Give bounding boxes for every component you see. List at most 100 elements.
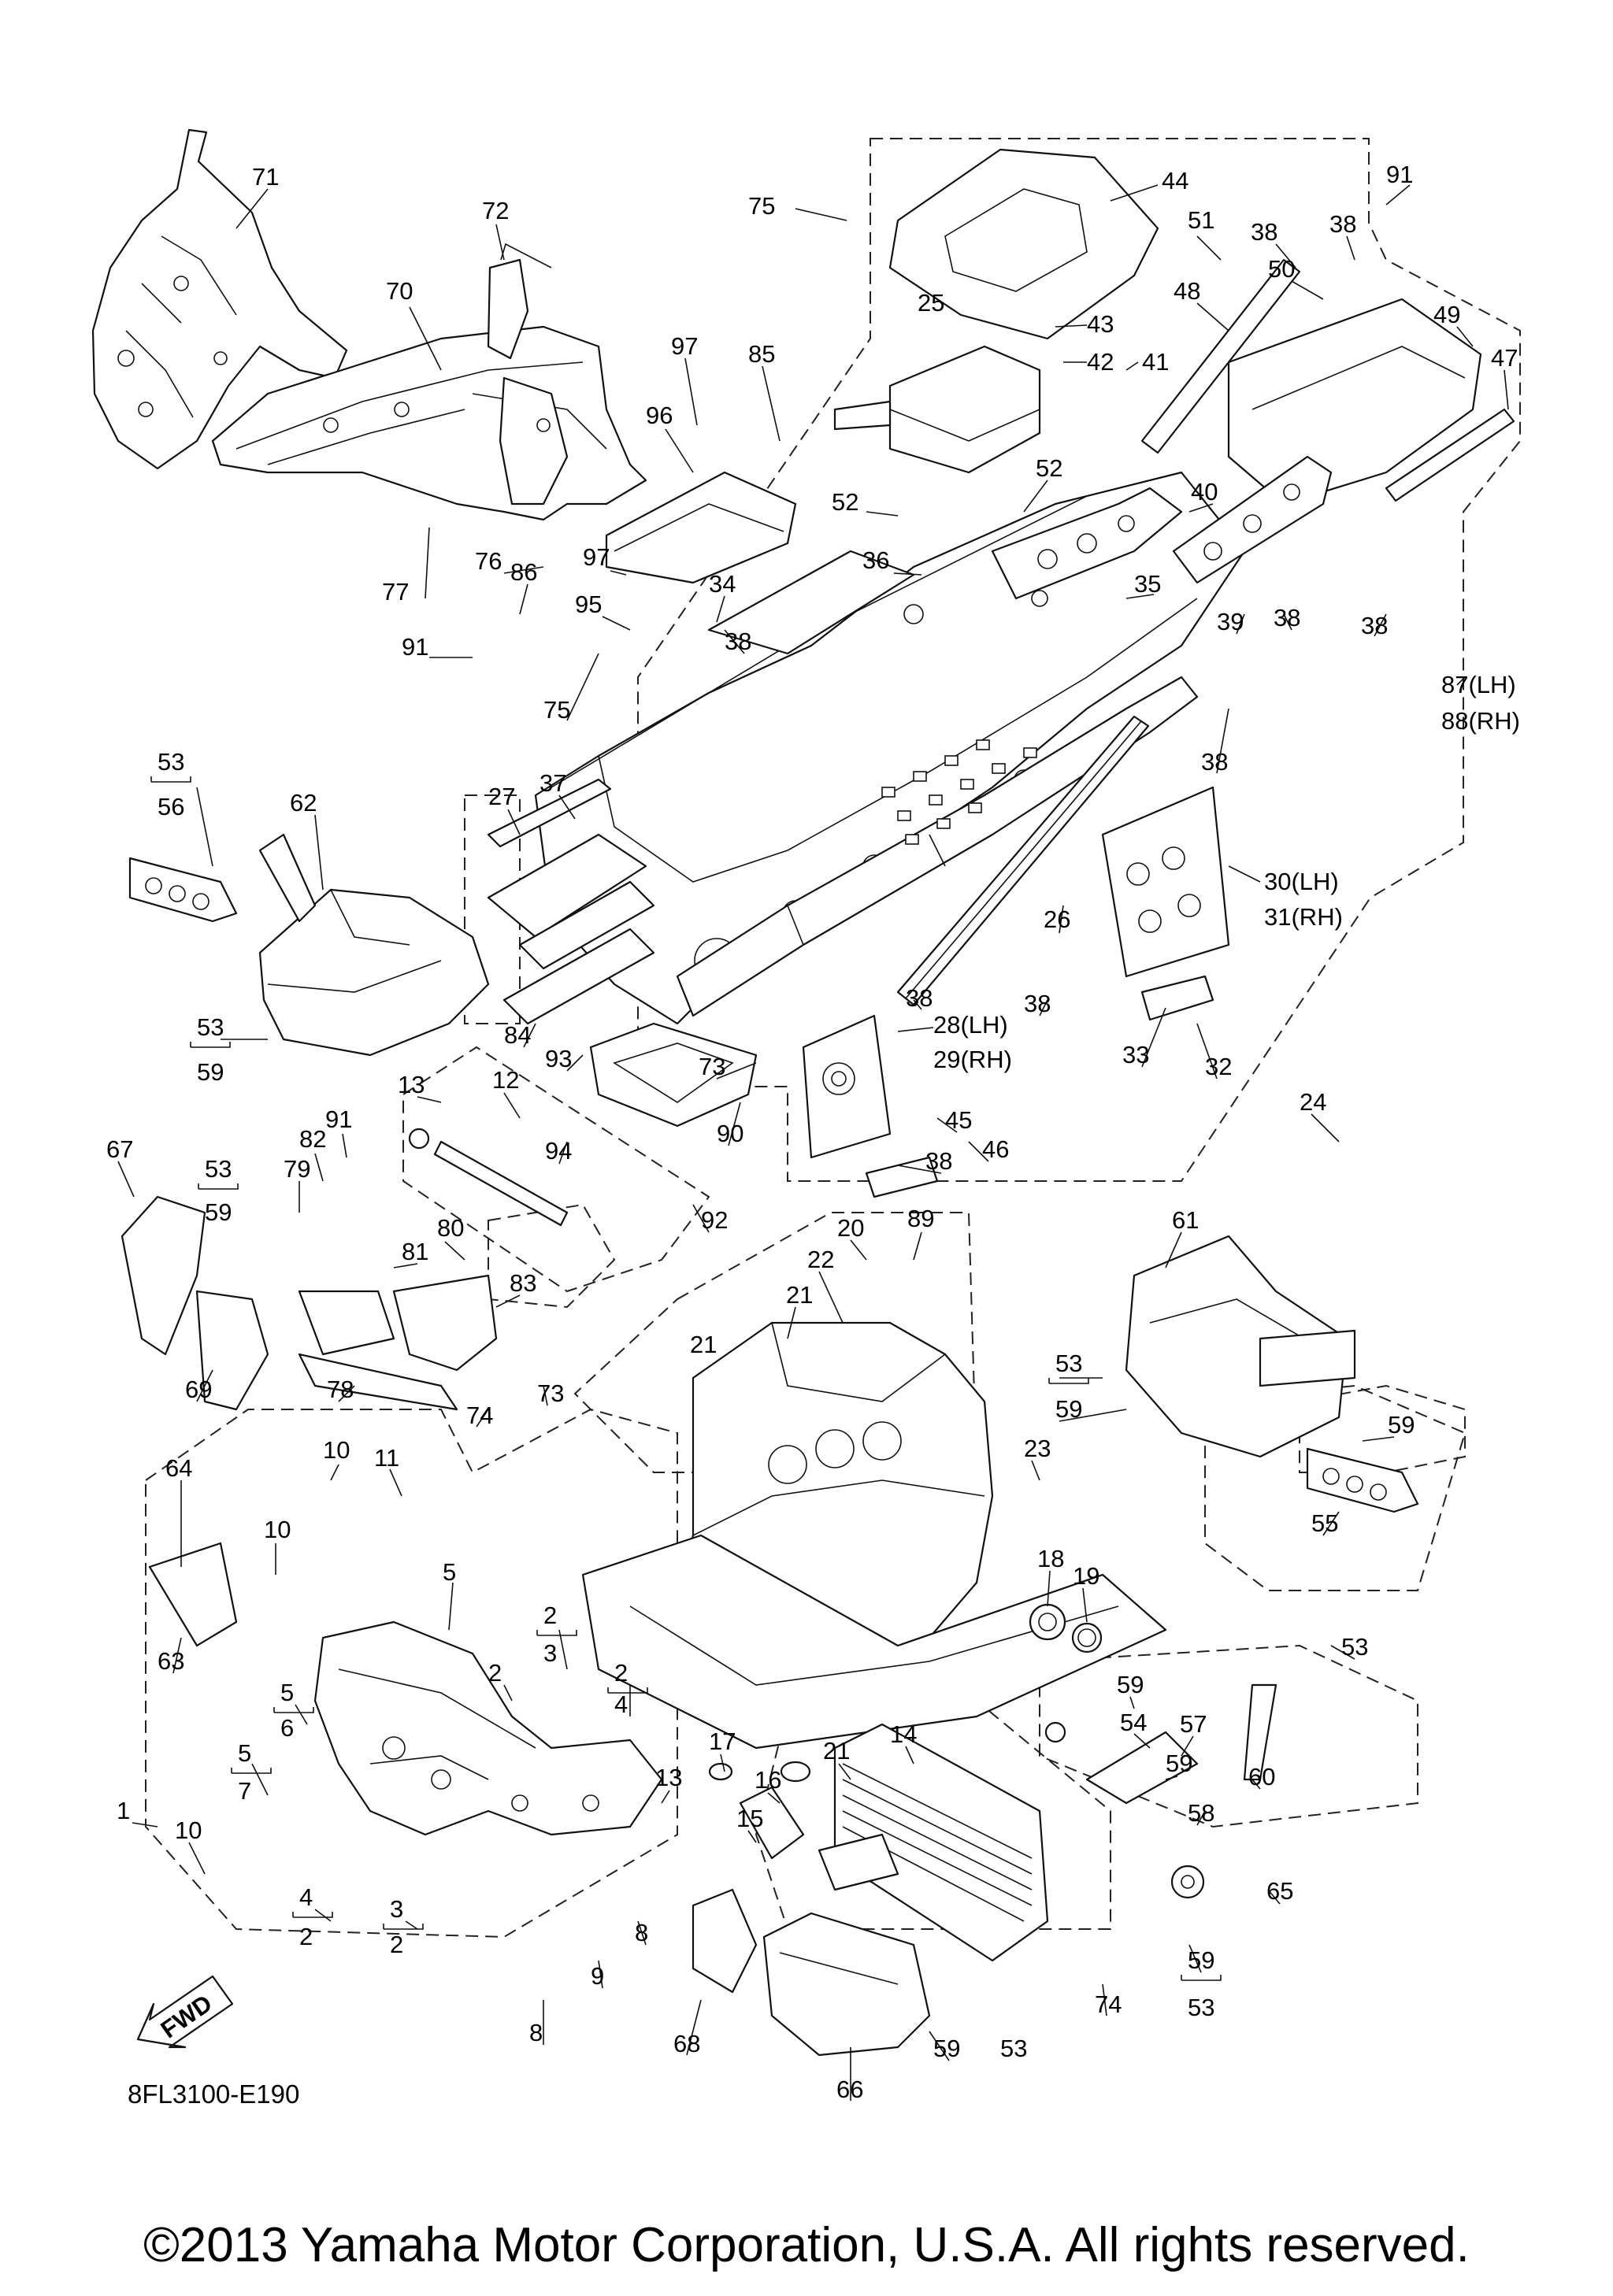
- fwd-arrow-icon: FWD: [136, 1975, 234, 2049]
- leader-line: [692, 1204, 710, 1233]
- callout-label: 44: [1162, 167, 1188, 194]
- callout-label: 53: [197, 1013, 224, 1041]
- callout-label: 38: [925, 1147, 952, 1175]
- callout-label: 85: [748, 340, 775, 368]
- callout-label: 92: [701, 1206, 728, 1234]
- callout-label: 90: [717, 1120, 743, 1147]
- leader-line: [523, 1023, 536, 1048]
- leader-line: [1055, 324, 1088, 328]
- callout-label: 91: [325, 1105, 352, 1133]
- callout-label: 32: [1205, 1053, 1232, 1080]
- callout-label: 21: [786, 1281, 813, 1309]
- callout-label: 60: [1248, 1763, 1275, 1791]
- callout-label: 82: [299, 1125, 326, 1153]
- heat-exchanger-14: [818, 1723, 1049, 1962]
- rear-frame-48: [1140, 258, 1515, 505]
- leader-line: [1031, 1460, 1040, 1481]
- leader-line: [519, 583, 528, 615]
- callout-label: 21: [690, 1331, 717, 1358]
- leader-line: [172, 1637, 182, 1674]
- callout-label: 34: [709, 570, 736, 598]
- leader-line: [1125, 594, 1155, 599]
- callout-label: 72: [482, 197, 509, 224]
- callout-label: 5: [238, 1739, 251, 1767]
- side-plate-30-31: [1101, 786, 1230, 978]
- callout-label: 43: [1087, 310, 1114, 338]
- callout-label: 97: [583, 543, 610, 571]
- callout-label: 4: [299, 1883, 313, 1911]
- stack-bracket: [190, 1042, 231, 1048]
- leader-line: [1291, 280, 1324, 300]
- front-shroud: [91, 128, 348, 470]
- storage-tray-25: [888, 148, 1159, 340]
- callout-label: 73: [699, 1053, 725, 1080]
- callout-label: 97: [671, 332, 698, 360]
- tunnel-holes: [881, 739, 1037, 845]
- leader-line: [1125, 361, 1139, 371]
- callout-label: 3: [543, 1639, 557, 1667]
- callout-label: 45: [945, 1106, 972, 1134]
- leader-line: [295, 1704, 308, 1725]
- front-subframe: [211, 325, 647, 521]
- leader-line: [716, 595, 725, 623]
- callout-label: 4: [614, 1691, 628, 1718]
- leader-line: [1504, 369, 1509, 410]
- leader-line: [1322, 1511, 1340, 1536]
- callout-label: 62: [290, 789, 317, 817]
- leader-line: [716, 1062, 757, 1079]
- leader-line: [1251, 1779, 1261, 1790]
- callout-label: 10: [264, 1516, 291, 1543]
- leader-line: [747, 1830, 757, 1843]
- callout-label: 12: [492, 1066, 519, 1094]
- leader-line: [684, 357, 698, 426]
- callout-label: 48: [1174, 277, 1200, 305]
- callout-label: 22: [807, 1246, 834, 1273]
- callout-label: 93: [545, 1045, 572, 1072]
- rear-support-40: [991, 487, 1183, 600]
- callout-label: 18: [1037, 1545, 1064, 1572]
- callout-label: 38: [906, 984, 933, 1012]
- callout-label: 14: [890, 1720, 917, 1748]
- leader-line: [235, 188, 269, 229]
- leader-line: [866, 511, 899, 517]
- leader-line: [1228, 865, 1261, 883]
- leader-line: [818, 1271, 844, 1324]
- callout-label: 8: [529, 2019, 543, 2046]
- leader-line: [117, 1161, 135, 1198]
- leader-line: [1362, 1436, 1395, 1442]
- callout-label: 95: [575, 591, 602, 618]
- callout-label: 5: [280, 1679, 294, 1706]
- callout-label: 65: [1266, 1877, 1293, 1905]
- leader-line: [503, 1092, 521, 1119]
- leader-line: [342, 1133, 347, 1158]
- rail-26: [896, 715, 1150, 1006]
- callout-label: 55: [1311, 1509, 1338, 1537]
- leader-line: [1456, 326, 1474, 347]
- leader-line: [566, 653, 599, 721]
- cover-66-68: [692, 1888, 931, 2057]
- callout-label: 38: [1201, 748, 1228, 776]
- leader-line: [795, 208, 847, 221]
- callout-label: 53: [205, 1155, 232, 1183]
- callout-label: 59: [933, 2035, 960, 2062]
- callout-label: 5: [443, 1558, 456, 1586]
- callout-label: 20: [837, 1214, 864, 1242]
- callout-label: 94: [545, 1137, 572, 1165]
- bracket-63: [148, 1542, 238, 1647]
- leader-line: [558, 1629, 568, 1670]
- callout-label: 91: [402, 633, 428, 661]
- callout-label: 64: [165, 1454, 192, 1482]
- callout-label: 61: [1172, 1206, 1199, 1234]
- leader-line: [1456, 676, 1466, 686]
- leader-line: [314, 1909, 332, 1922]
- callout-label: 24: [1300, 1088, 1326, 1116]
- callout-label: 10: [175, 1816, 202, 1844]
- leader-line: [1236, 613, 1245, 635]
- leader-line: [913, 1231, 922, 1261]
- leader-line: [132, 1822, 158, 1828]
- callout-label: 26: [1044, 905, 1070, 933]
- tunnel-top-panel-96: [605, 471, 797, 584]
- callout-label: 2: [390, 1931, 403, 1958]
- callout-label: 38: [1329, 210, 1356, 238]
